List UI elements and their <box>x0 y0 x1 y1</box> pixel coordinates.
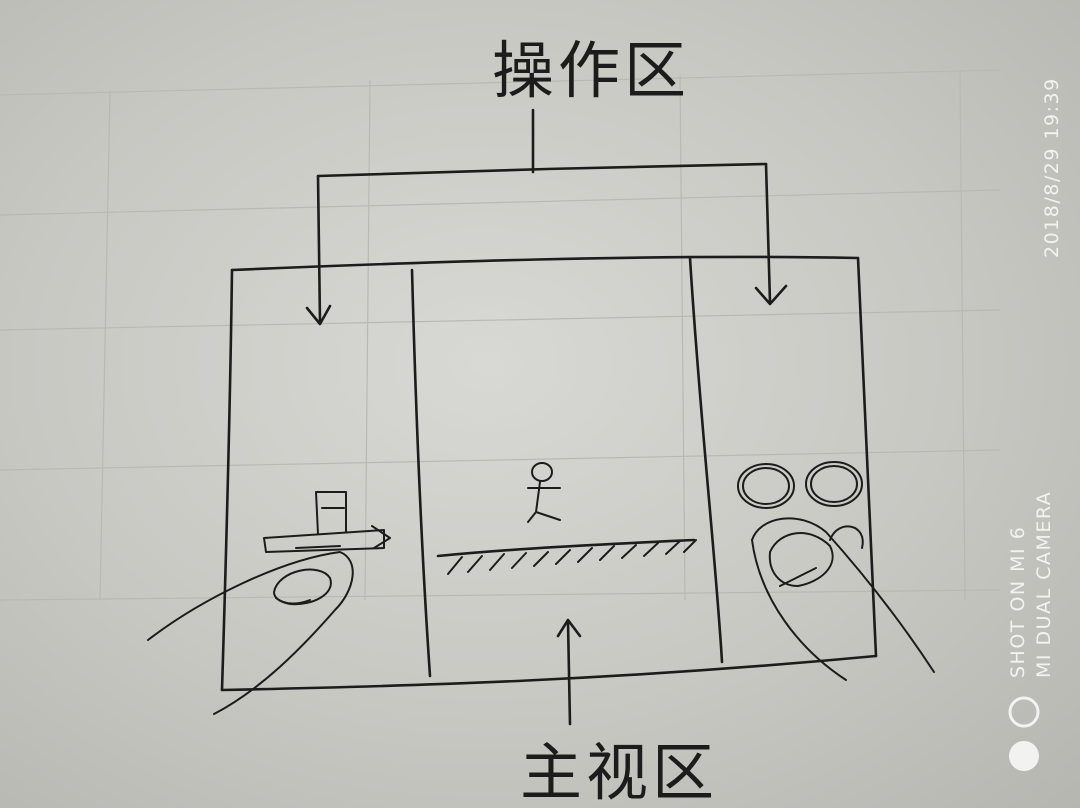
faint-background-grid <box>0 69 1001 601</box>
camera-lens-text: MI DUAL CAMERA <box>1033 491 1055 678</box>
action-buttons <box>737 461 864 549</box>
main-view-pointer <box>556 618 582 726</box>
operation-area-pointer <box>305 108 788 326</box>
main-view-area-label: 主视区 <box>520 736 718 808</box>
dpad-control <box>263 491 391 553</box>
stick-figure-character <box>527 462 561 523</box>
operation-area-label: 操作区 <box>492 34 690 107</box>
camera-timestamp: 2018/8/29 19:39 <box>1041 77 1063 258</box>
phone-screen-outline <box>220 255 878 692</box>
right-thumb-sketch <box>751 517 935 681</box>
camera-model-text: SHOT ON MI 6 <box>1007 526 1029 678</box>
camera-logo <box>1008 696 1040 771</box>
ground-hatched <box>436 538 697 575</box>
left-thumb-sketch <box>147 551 354 715</box>
